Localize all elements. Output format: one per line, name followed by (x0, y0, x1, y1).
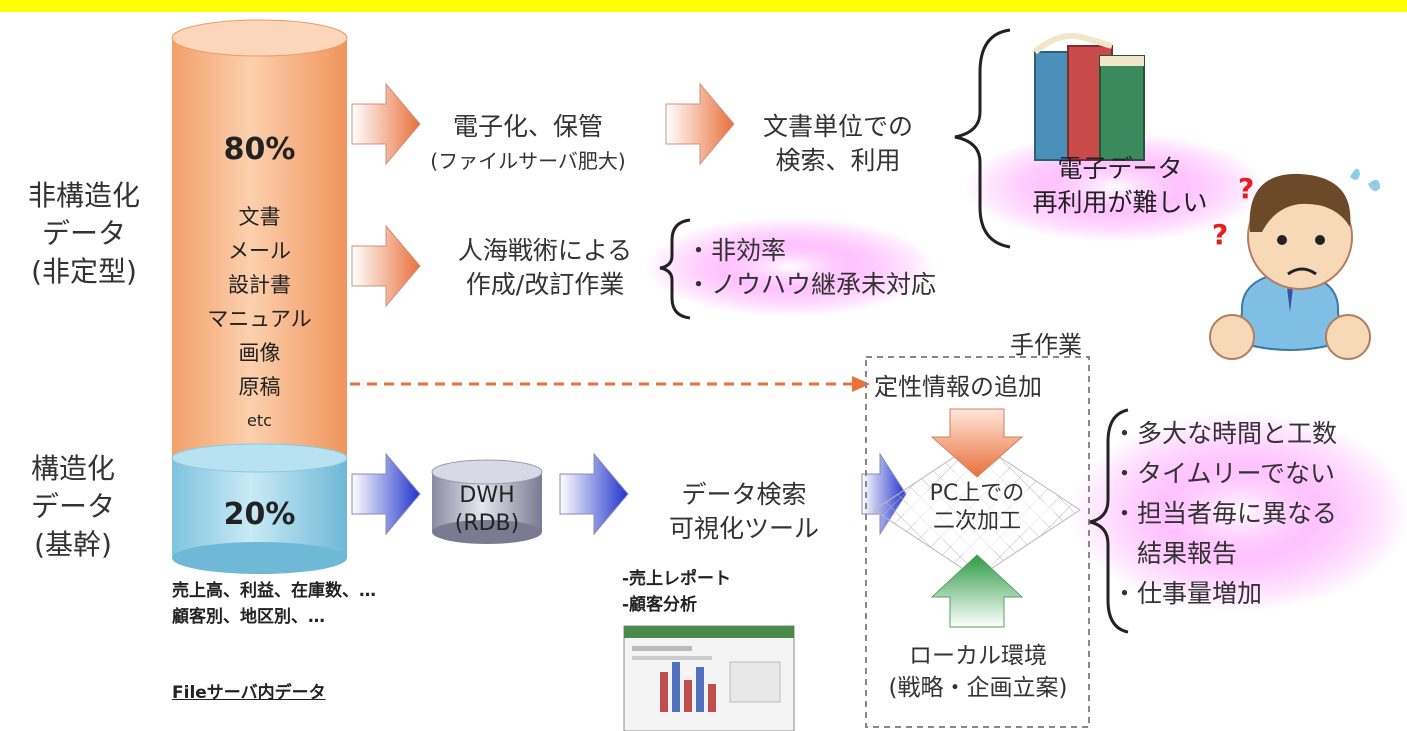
local-line-1: ローカル環境 (909, 643, 1047, 669)
storage-cylinder (171, 19, 348, 574)
question-mark-2: ? (1212, 218, 1229, 251)
structured-line-2: データ (30, 490, 115, 523)
pc-processing-fill (898, 458, 1056, 562)
dashed-arrow-head (852, 376, 870, 392)
pc-line-1: PC上での (929, 481, 1025, 506)
arrow-to-dwh (351, 452, 421, 536)
arrow-down-add (930, 408, 1024, 478)
digitize-store-label: 電子化、保管 (ファイルサーバ肥大) (402, 110, 654, 178)
issue-time-cost: ・多大な時間と工数 (1112, 419, 1338, 448)
manual-work-title: 手作業 (1010, 331, 1082, 359)
dwh-line-2: (RDB) (454, 511, 520, 536)
manual-labor-label: 人海戦術による 作成/改訂作業 (432, 234, 658, 302)
qualitative-info-label: 定性情報の追加 (874, 373, 1042, 401)
question-mark-1: ? (1238, 172, 1255, 205)
report-customer: -顧客分析 (622, 595, 698, 615)
unstructured-line-3: (非定型) (31, 255, 137, 288)
local-environment-label: ローカル環境 (戦略・企画立案) (868, 640, 1088, 704)
arrow-to-manual-work (351, 224, 421, 308)
arrow-up-local (930, 554, 1024, 628)
item-image: 画像 (238, 341, 281, 365)
brace-manual-issues (1089, 408, 1129, 634)
pc-line-2: 二次加工 (932, 509, 1021, 534)
report-list: -売上レポート -顧客分析 (622, 566, 731, 618)
manual-labor-line-2: 作成/改訂作業 (465, 270, 625, 299)
arrow-to-digitize (351, 82, 421, 166)
issue-workload: ・仕事量増加 (1112, 579, 1263, 608)
report-sales: -売上レポート (622, 569, 732, 589)
structured-data-label: 構造化 データ (基幹) (8, 450, 138, 564)
issue-varies-by-person: ・担当者毎に異なる (1112, 499, 1338, 528)
unstructured-percent: 80% (223, 132, 296, 167)
manual-labor-line-1: 人海戦術による (457, 236, 633, 265)
digitize-line-1: 電子化、保管 (452, 112, 603, 141)
issue-inefficient: ・非効率 (686, 236, 787, 265)
visualization-line-2: 可視化ツール (668, 514, 819, 543)
glow-manual-issues (1070, 412, 1407, 612)
reuse-difficult-label: 電子データ 再利用が難しい (1005, 152, 1235, 220)
structured-caption-line-2: 顧客別、地区別、… (172, 607, 325, 627)
arrow-to-search (665, 82, 735, 166)
reuse-line-1: 電子データ (1057, 154, 1183, 183)
item-manuscript: 原稿 (238, 375, 281, 399)
confused-person-icon (1209, 168, 1380, 360)
brace-result (954, 28, 1011, 249)
manual-work-box (865, 356, 1090, 728)
search-use-label: 文書単位での 検索、利用 (738, 110, 938, 178)
books-icon (1033, 32, 1145, 161)
search-line-2: 検索、利用 (775, 146, 901, 175)
pc-processing-label: PC上での 二次加工 (900, 480, 1054, 536)
visualization-line-1: データ検索 (681, 480, 807, 509)
dwh-cylinder (431, 459, 543, 544)
structured-caption: 売上高、利益、在庫数、… 顧客別、地区別、… (172, 578, 376, 630)
unstructured-line-2: データ (41, 217, 126, 250)
reuse-line-2: 再利用が難しい (1032, 188, 1208, 217)
dwh-line-1: DWH (459, 483, 515, 508)
issue-knowhow: ・ノウハウ継承未対応 (686, 270, 937, 299)
diagram-canvas: 非構造化 データ (非定型) 構造化 データ (基幹) 80% 文書 メール 設… (0, 12, 1407, 731)
file-server-data-footer: Fileサーバ内データ (172, 683, 326, 703)
issue-result-report: 結果報告 (1112, 539, 1238, 568)
inefficiency-list: ・非効率 ・ノウハウ継承未対応 (686, 234, 936, 302)
manual-issue-list: ・多大な時間と工数 ・タイムリーでない ・担当者毎に異なる 結果報告 ・仕事量増… (1112, 414, 1337, 614)
structured-percent: 20% (223, 497, 296, 532)
top-banner (0, 0, 1407, 12)
structured-caption-line-1: 売上高、利益、在庫数、… (172, 581, 376, 601)
glow-inefficient (645, 217, 935, 317)
search-line-1: 文書単位での (762, 112, 913, 141)
item-mail: メール (228, 239, 291, 263)
structured-line-1: 構造化 (30, 452, 115, 485)
structured-line-3: (基幹) (34, 528, 112, 561)
unstructured-line-1: 非構造化 (27, 179, 140, 212)
item-etc: etc (247, 411, 272, 430)
item-document: 文書 (238, 205, 281, 229)
item-manual: マニュアル (207, 307, 312, 331)
local-line-2: (戦略・企画立案) (888, 675, 1068, 701)
brace-inefficient (659, 218, 691, 320)
report-screenshot-thumbnail (623, 625, 795, 731)
unstructured-item-list: 文書 メール 設計書 マニュアル 画像 原稿 etc (172, 200, 347, 438)
arrow-to-visualize (559, 452, 629, 536)
unstructured-data-label: 非構造化 データ (非定型) (8, 177, 160, 291)
visualization-tool-label: データ検索 可視化ツール (630, 478, 858, 546)
item-design-doc: 設計書 (228, 273, 291, 297)
issue-not-timely: ・タイムリーでない (1112, 459, 1336, 488)
diagram-graphics (171, 19, 1407, 731)
digitize-line-2: (ファイルサーバ肥大) (430, 149, 626, 173)
dwh-label: DWH (RDB) (432, 482, 542, 538)
